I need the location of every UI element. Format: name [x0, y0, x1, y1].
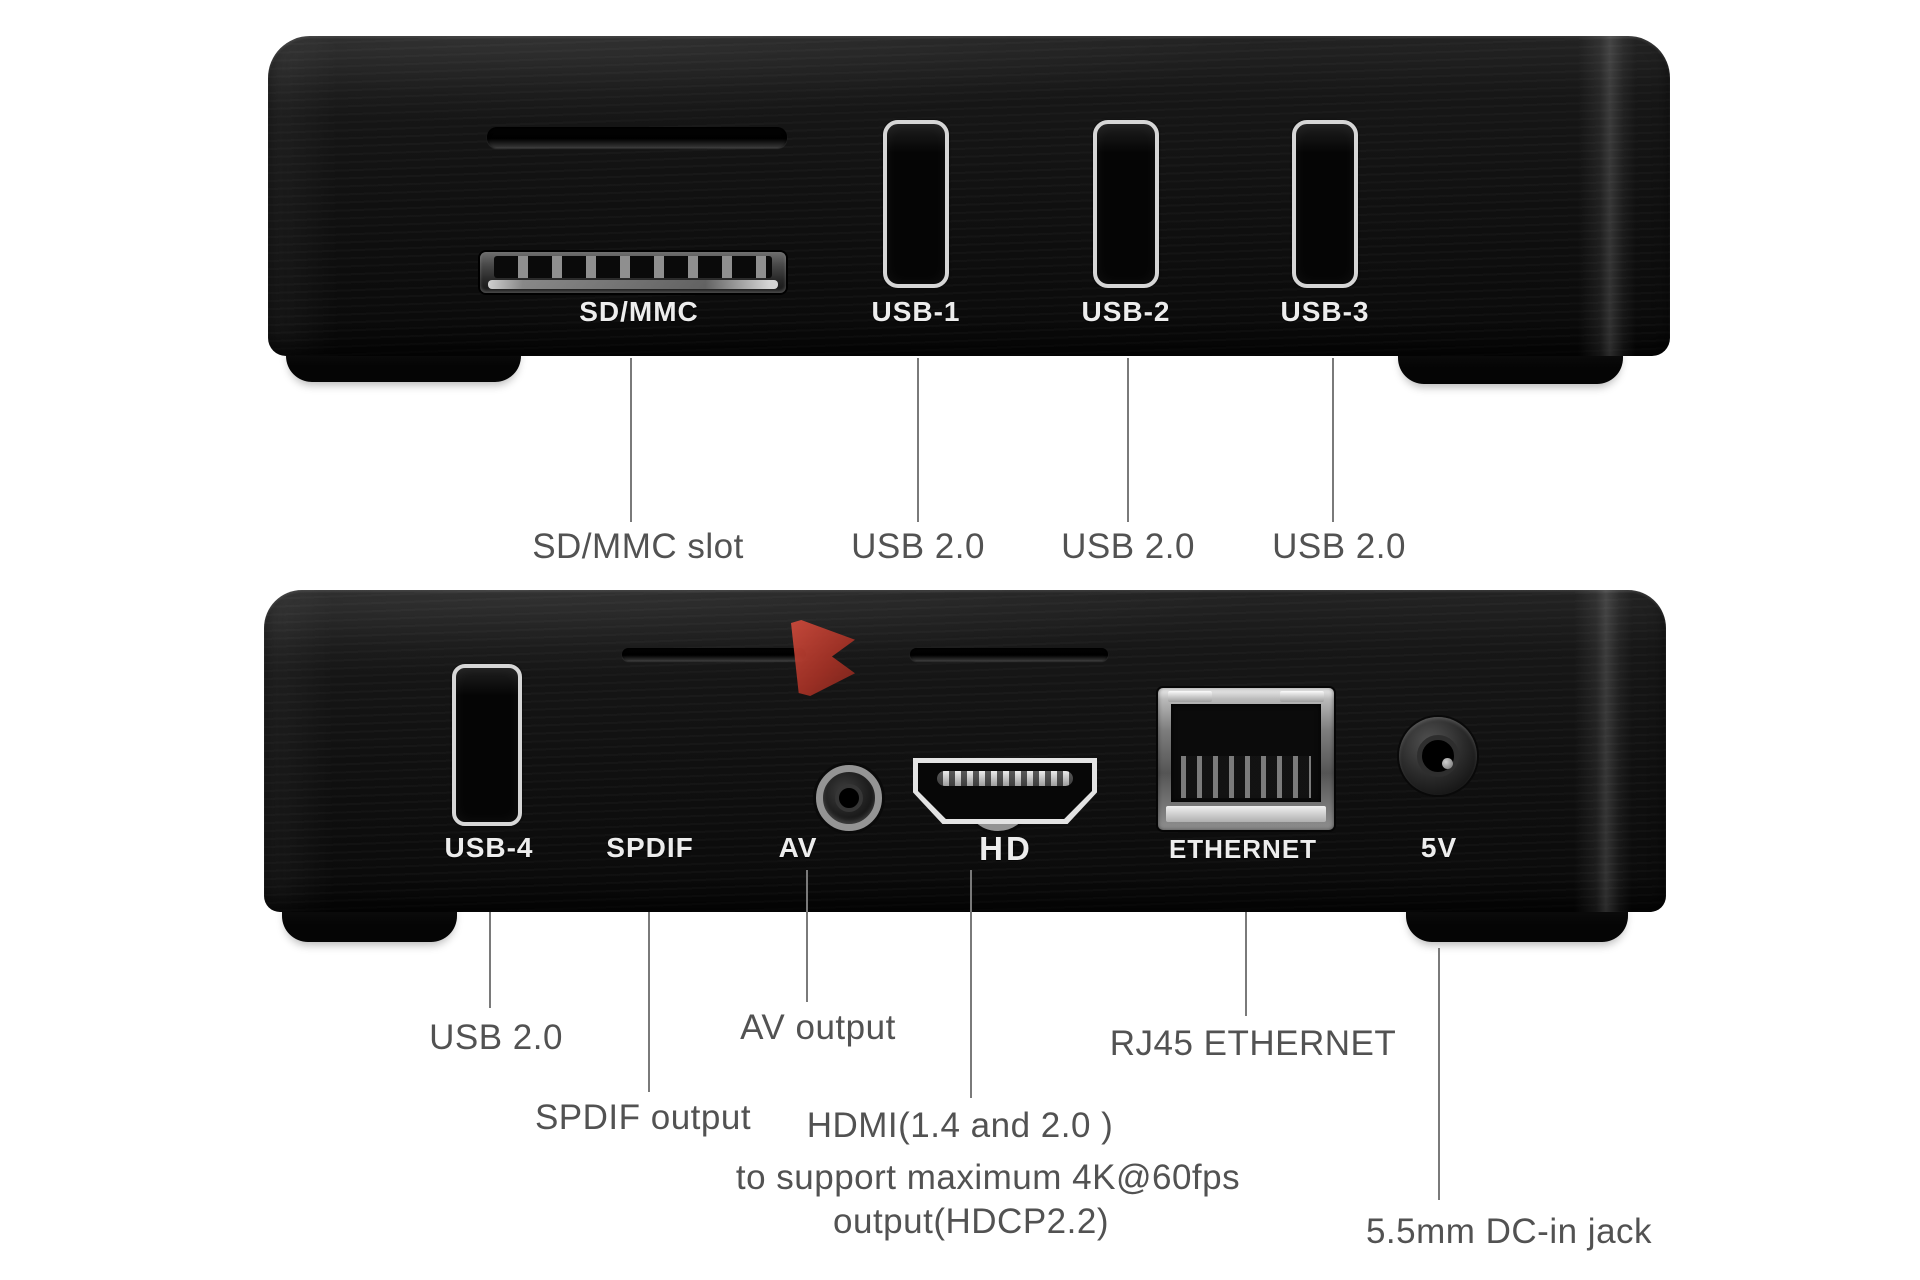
tv-box-front-view: SD/MMC USB-1 USB-2 USB-3 — [268, 36, 1670, 356]
printed-label-usb1: USB-1 — [871, 296, 961, 327]
usb1-port — [883, 120, 949, 288]
rj45-pins — [1181, 756, 1311, 798]
rj45-bottom-strip — [1166, 806, 1326, 822]
usb2-port — [1093, 120, 1159, 288]
rj45-port — [1158, 688, 1334, 830]
usb3-port — [1292, 120, 1358, 288]
annotation-dc: 5.5mm DC-in jack — [1365, 1212, 1653, 1251]
tv-box-rear-view: USB-4 SPDIF AV HD ETHERNET 5V — [264, 590, 1666, 912]
callout-line-usb1 — [917, 358, 919, 522]
annotation-hdmi-line2: to support maximum 4K@60fps — [735, 1158, 1241, 1197]
printed-label-ethernet: ETHERNET — [1168, 834, 1318, 864]
hdmi-port — [913, 758, 1097, 824]
printed-label-spdif: SPDIF — [606, 832, 694, 863]
vent-slit-right — [910, 648, 1108, 661]
callout-line-ethernet — [1245, 912, 1247, 1016]
dc-jack-pin — [1441, 757, 1453, 769]
annotation-ethernet: RJ45 ETHERNET — [1109, 1024, 1397, 1063]
callout-line-dc — [1438, 948, 1440, 1200]
callout-line-av — [806, 870, 808, 1002]
printed-label-hdmi: HD — [979, 830, 1033, 867]
sd-eject-slit — [487, 127, 787, 148]
printed-label-usb2: USB-2 — [1081, 296, 1171, 327]
callout-line-sd-slot — [630, 358, 632, 522]
printed-label-usb3: USB-3 — [1280, 296, 1370, 327]
rj45-tab-right — [1280, 691, 1324, 702]
annotation-usb3: USB 2.0 — [1272, 527, 1406, 566]
sd-mmc-slot — [480, 252, 786, 293]
annotation-usb4: USB 2.0 — [429, 1018, 563, 1057]
annotation-spdif: SPDIF output — [534, 1098, 752, 1137]
rj45-tab-left — [1168, 691, 1212, 702]
annotation-hdmi-line3: output(HDCP2.2) — [833, 1202, 1109, 1241]
callout-line-spdif — [648, 912, 650, 1092]
body-reflection — [1574, 590, 1632, 912]
sd-slot-lip — [488, 280, 778, 289]
hdmi-port-pins — [937, 771, 1073, 786]
callout-line-usb2 — [1127, 358, 1129, 522]
annotation-av: AV output — [740, 1008, 896, 1047]
printed-label-5v: 5V — [1420, 832, 1458, 863]
callout-line-usb4 — [489, 912, 491, 1008]
rj45-cavity — [1171, 704, 1321, 802]
spdif-jack — [816, 765, 882, 831]
annotation-usb2: USB 2.0 — [1061, 527, 1195, 566]
watermark-logo — [791, 620, 855, 696]
usb4-port — [452, 664, 522, 826]
callout-line-usb3 — [1332, 358, 1334, 522]
printed-label-usb4: USB-4 — [444, 832, 534, 863]
printed-label-sdmmc: SD/MMC — [579, 296, 699, 327]
dc-jack-hole — [1417, 735, 1459, 777]
annotation-sd-slot: SD/MMC slot — [532, 527, 744, 566]
annotation-usb1: USB 2.0 — [851, 527, 985, 566]
body-reflection — [1578, 36, 1636, 356]
callout-line-hdmi — [970, 870, 972, 1098]
vent-slit-left — [622, 648, 806, 661]
annotation-hdmi-line1: HDMI(1.4 and 2.0 ) — [806, 1106, 1114, 1145]
printed-label-av: AV — [778, 832, 818, 863]
dc-power-jack — [1399, 717, 1477, 795]
sd-slot-pins — [494, 256, 772, 278]
